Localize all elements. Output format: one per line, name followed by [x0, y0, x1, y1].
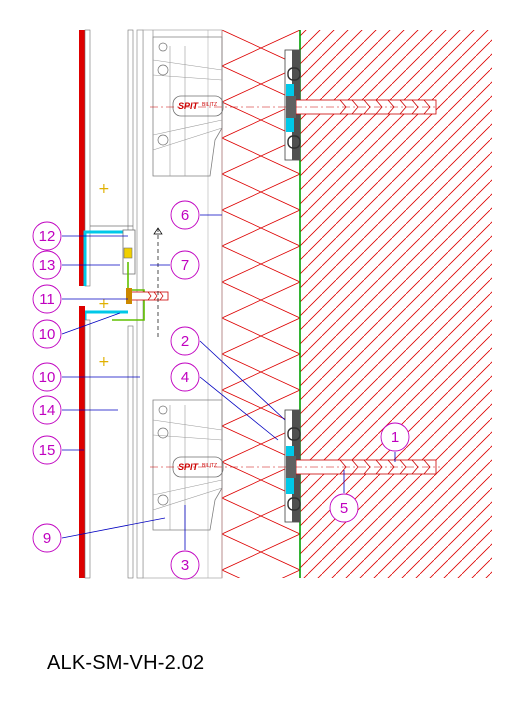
- callout-15: 15: [32, 435, 62, 465]
- lower-cassette-panel: + +: [79, 296, 134, 579]
- callout-2: 2: [170, 326, 200, 356]
- callout-4: 4: [170, 362, 200, 392]
- callout-13: 13: [32, 250, 62, 280]
- callout-10: 10: [32, 362, 62, 392]
- callout-label-14: 14: [39, 402, 56, 419]
- panel-joint: [83, 227, 169, 340]
- callout-leader-2: [199, 340, 286, 421]
- callout-label-7: 7: [181, 257, 189, 274]
- svg-text:+: +: [98, 181, 110, 197]
- svg-text:+: +: [98, 296, 110, 312]
- callout-label-3: 3: [181, 557, 189, 574]
- callout-12: 12: [32, 221, 62, 251]
- upper-wall-bracket: SPIT BILITZ: [152, 36, 301, 177]
- callout-label-4: 4: [181, 369, 189, 386]
- callout-1: 1: [380, 422, 410, 452]
- callout-5: 5: [329, 493, 359, 523]
- callout-11: 11: [32, 284, 62, 314]
- callout-label-9: 9: [43, 530, 51, 547]
- brand-sub-lower: BILITZ: [202, 463, 217, 469]
- callout-label-15: 15: [39, 442, 56, 459]
- callout-9: 9: [32, 523, 62, 553]
- callout-7: 7: [170, 250, 200, 280]
- lower-wall-bracket: SPIT BILITZ: [152, 399, 301, 531]
- callout-label-2: 2: [181, 333, 189, 350]
- callout-leader-4: [199, 376, 279, 441]
- leader-lines: [61, 214, 396, 550]
- vertical-profile: [136, 29, 154, 579]
- callout-label-6: 6: [181, 207, 189, 224]
- callout-leader-10: [61, 312, 121, 335]
- bracket-zone: [142, 29, 223, 579]
- callout-label-5: 5: [340, 500, 348, 517]
- svg-text:+: +: [98, 354, 110, 370]
- callout-14: 14: [32, 395, 62, 425]
- upper-wall-anchor: [150, 96, 440, 118]
- callout-6: 6: [170, 200, 200, 230]
- concrete-wall: [300, 30, 492, 578]
- brand-sub-upper: BILITZ: [202, 102, 217, 108]
- drawing-code: ALK-SM-VH-2.02: [47, 652, 205, 674]
- mineral-wool-insulation: [222, 30, 300, 578]
- callout-label-12: 12: [39, 228, 56, 245]
- lower-wall-anchor: [150, 456, 440, 478]
- callout-3: 3: [170, 550, 200, 580]
- callout-label-10: 10: [39, 326, 56, 343]
- callout-label-1: 1: [391, 429, 399, 446]
- callout-label-10: 10: [39, 369, 56, 386]
- callout-label-11: 11: [39, 291, 55, 308]
- brand-mark-upper: SPIT: [178, 101, 200, 111]
- callout-10: 10: [32, 319, 62, 349]
- callout-leader-9: [61, 517, 166, 539]
- callout-label-13: 13: [39, 257, 56, 274]
